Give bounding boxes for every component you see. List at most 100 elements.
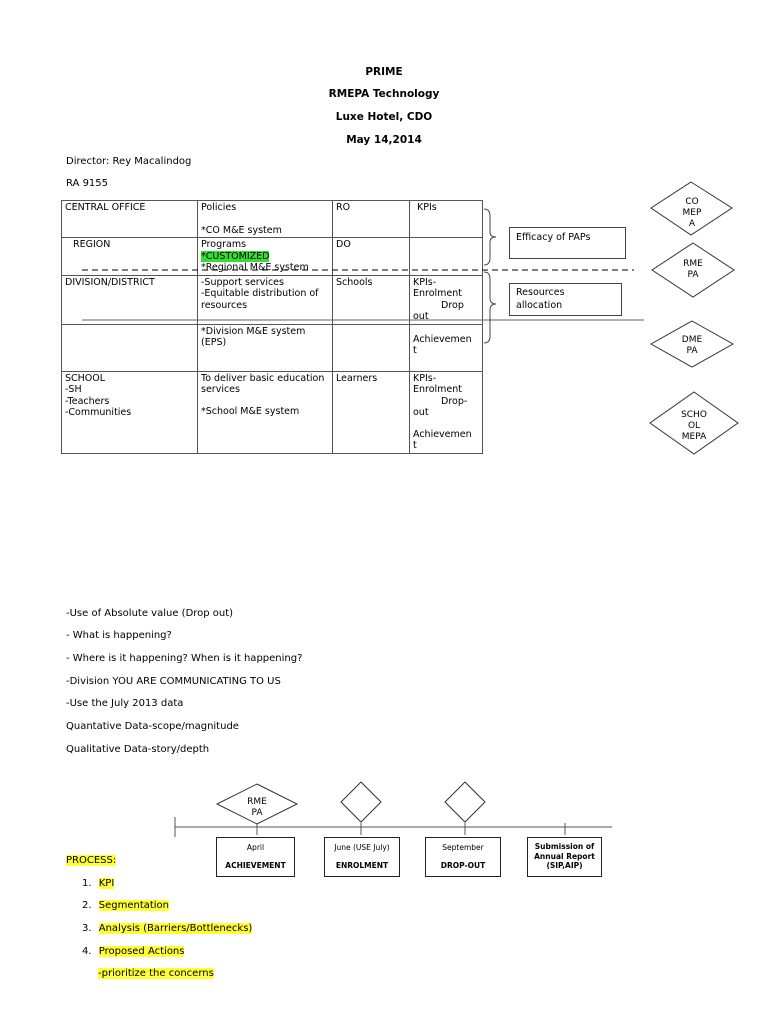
diamond-comepa <box>650 181 733 236</box>
table-cell: SCHOOL -SH -Teachers -Communities <box>61 370 198 454</box>
cell-div-equitable: -Equitable distribution of resources <box>201 288 319 311</box>
timeline-box-top: September <box>442 843 484 852</box>
diamond-text: PA <box>687 270 699 280</box>
note-line: - Where is it happening? When is it happ… <box>66 653 303 664</box>
table-row: *Division M&E system (EPS) Achievemen t <box>61 323 483 372</box>
timeline-box-bottom: DROP-OUT <box>440 860 486 870</box>
diamond-text: MEP <box>682 208 702 218</box>
title-prime: PRIME <box>365 66 403 78</box>
cell-school-comm: -Communities <box>65 407 132 418</box>
diamond-comepa-label: CO MEP A <box>672 197 712 230</box>
cell-co-level: RO <box>336 202 351 213</box>
cell-co-kpi: KPIs <box>417 202 437 213</box>
cell-school-sh: -SH <box>65 384 82 395</box>
list-number: 3. <box>82 923 92 934</box>
timeline-svg <box>174 781 612 837</box>
cell-div-me: *Division M&E system (EPS) <box>201 325 306 349</box>
list-label: Analysis (Barriers/Bottlenecks) <box>98 923 253 934</box>
timeline-box-submission: Submission of Annual Report (SIP,AIP) <box>527 837 602 877</box>
list-number: 1. <box>82 878 92 889</box>
note-line: -Use of Absolute value (Drop out) <box>66 608 234 619</box>
cell-region-me: *Regional M&E system <box>201 262 309 273</box>
timeline-diamond-rmepa <box>215 783 299 825</box>
timeline-diamond-september <box>444 781 486 823</box>
list-item: 3. Analysis (Barriers/Bottlenecks) <box>82 923 253 934</box>
table-row: CENTRAL OFFICE Policies *CO M&E system R… <box>61 200 483 238</box>
cell-school-deliver: To deliver basic education services <box>201 372 325 396</box>
cell-school-out: out <box>413 407 429 418</box>
list-label: KPI <box>98 878 115 889</box>
diamond-text: RME <box>247 797 267 807</box>
diamond-text: PA <box>686 346 698 356</box>
resources-box: Resources allocation <box>509 283 622 316</box>
table-cell: To deliver basic education services *Sch… <box>197 370 333 454</box>
efficacy-box: Efficacy of PAPs <box>509 227 626 259</box>
resources-label-1: Resources <box>516 287 565 298</box>
table-cell: Schools <box>332 274 410 325</box>
cell-school-teachers: -Teachers <box>65 395 110 407</box>
note-line: - What is happening? <box>66 630 172 641</box>
table-row: DIVISION/DISTRICT -Support services -Equ… <box>61 274 483 325</box>
matrix-overlay <box>82 181 739 455</box>
cell-co-policies: Policies <box>201 202 237 213</box>
diamond-text: A <box>688 219 696 229</box>
cell-div-kpi: KPIs- <box>413 276 437 288</box>
cell-region-programs: Programs <box>201 239 247 250</box>
timeline-box-bottom: ENROLMENT <box>335 860 389 870</box>
cell-div-level: Schools <box>336 276 373 288</box>
brace-resources <box>483 271 497 344</box>
process-title: PROCESS: <box>66 855 117 866</box>
diamond-text: PA <box>251 808 263 818</box>
table-cell: KPIs <box>409 200 483 238</box>
timeline-box-june: June (USE July) ENROLMENT <box>324 837 400 877</box>
diamond-text: RME <box>683 259 703 269</box>
diamond-rmepa <box>651 242 735 298</box>
table-cell <box>332 323 410 372</box>
diamond-text: MEPA <box>681 432 707 442</box>
list-item: 2. Segmentation <box>82 900 170 911</box>
timeline-box-top: April <box>246 843 265 852</box>
process-subitem: -prioritize the concerns <box>98 968 214 979</box>
diamond-school-label: SCHO OL MEPA <box>672 410 716 443</box>
table-cell: KPIs- Enrolment Drop- out Achievemen t <box>409 370 483 454</box>
cell-region-customized: *CUSTOMIZED <box>201 250 270 262</box>
cell-school-achieve: Achievemen <box>413 428 472 440</box>
list-item: 4. Proposed Actions <box>82 946 185 957</box>
list-label: Proposed Actions <box>98 946 185 957</box>
cell-div-drop: Drop <box>441 299 464 311</box>
title-date: May 14,2014 <box>346 134 422 146</box>
timeline-box-april: April ACHIEVEMENT <box>216 837 295 877</box>
timeline-box-top: June (USE July) <box>334 843 390 852</box>
cell-div-enrol: Enrolment <box>413 288 463 299</box>
diamond-dmepa-label: DME PA <box>672 335 712 357</box>
cell-school-level: Learners <box>336 372 378 384</box>
brace-efficacy <box>483 208 497 266</box>
table-cell <box>61 323 198 372</box>
ra-line: RA 9155 <box>66 178 109 189</box>
cell-school-kpi: KPIs- <box>413 372 437 384</box>
timeline-box-bottom: ACHIEVEMENT <box>225 860 286 870</box>
list-label: Segmentation <box>98 900 170 911</box>
diamond-text: SCHO <box>681 410 707 420</box>
title-venue: Luxe Hotel, CDO <box>335 111 433 123</box>
cell-school: SCHOOL <box>65 372 106 384</box>
note-line: Qualitative Data-story/depth <box>66 744 210 755</box>
structure-table: CENTRAL OFFICE Policies *CO M&E system R… <box>61 200 483 454</box>
cell-school-enrol: Enrolment <box>413 384 463 395</box>
timeline-diamond-june <box>340 781 382 823</box>
timeline-box-september: September DROP-OUT <box>425 837 501 877</box>
diamond-dmepa <box>649 320 735 368</box>
cell-region: REGION <box>73 239 111 250</box>
diamond-rmepa-label: RME PA <box>673 259 713 281</box>
table-cell: Achievemen t <box>409 323 483 372</box>
table-cell: DO <box>332 237 410 276</box>
table-cell: Programs *CUSTOMIZED *Regional M&E syste… <box>197 237 333 276</box>
diamond-schoolmepa <box>649 391 739 455</box>
cell-division: DIVISION/DISTRICT <box>65 276 155 288</box>
director-line: Director: Rey Macalindog <box>66 156 192 167</box>
diamond-text: DME <box>681 335 703 345</box>
table-row: REGION Programs *CUSTOMIZED *Regional M&… <box>61 237 483 276</box>
cell-school-achieve-t: t <box>413 440 417 451</box>
list-number: 4. <box>82 946 92 957</box>
table-row: SCHOOL -SH -Teachers -Communities To del… <box>61 370 483 454</box>
